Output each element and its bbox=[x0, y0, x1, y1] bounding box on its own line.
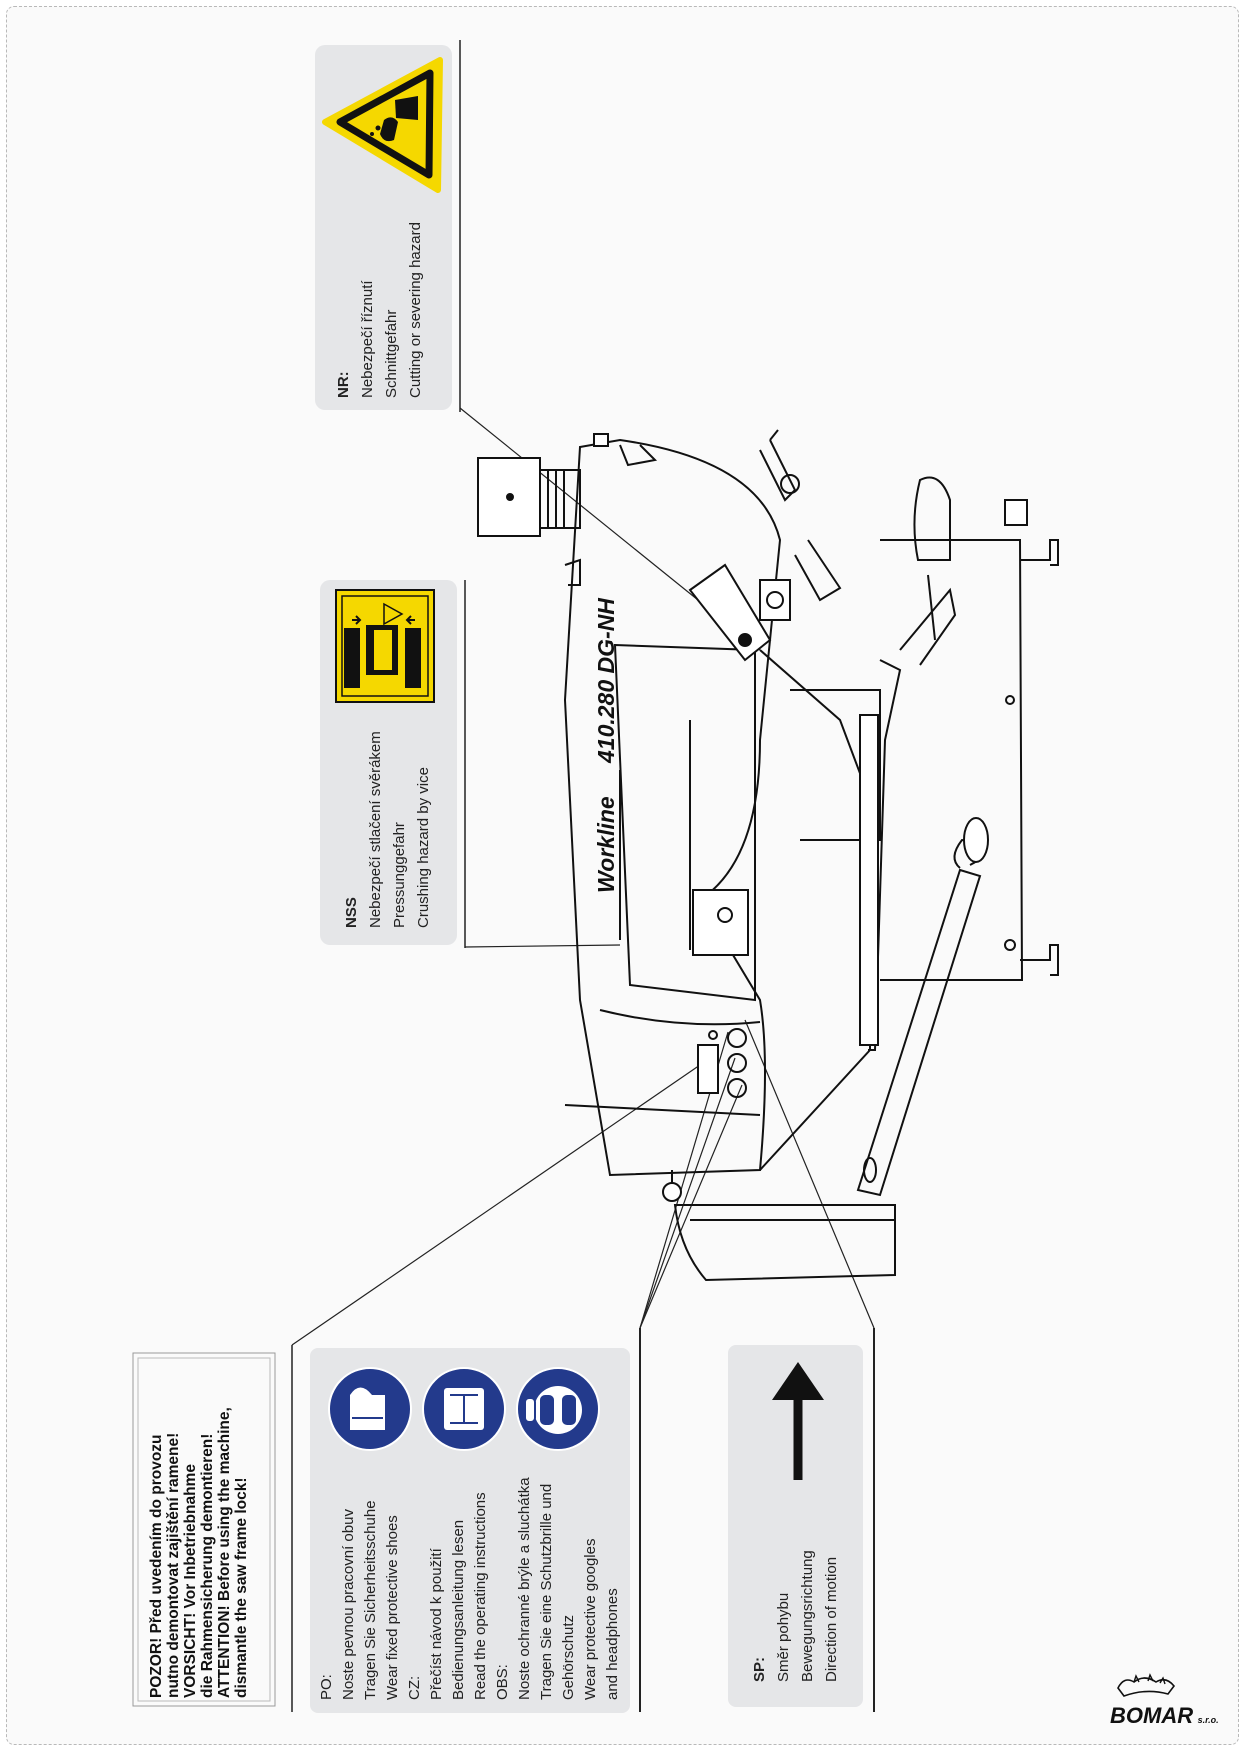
obs-title: OBS: bbox=[494, 1664, 511, 1700]
hand-crushing-hazard-icon bbox=[335, 589, 435, 703]
nss-text-block: NSS Nebezpečí stlačení svěrákem Pressung… bbox=[340, 731, 436, 928]
safety-shoes-icon bbox=[328, 1367, 412, 1451]
nr-line-1: Nebezpečí říznutí bbox=[359, 280, 376, 398]
brand-suffix: s.r.o. bbox=[1197, 1715, 1219, 1725]
sp-line-2: Bewegungsrichtung bbox=[799, 1550, 816, 1682]
hand-cutting-hazard-icon bbox=[322, 57, 443, 193]
warning-line-6: dismantle the saw frame lock! bbox=[233, 1477, 250, 1698]
cz-line-1: Přečíst návod k použití bbox=[428, 1548, 445, 1700]
obs-line-3: Gehörschutz bbox=[560, 1614, 577, 1700]
brand-name: BOMAR bbox=[1110, 1703, 1194, 1728]
sp-panel bbox=[728, 1345, 863, 1707]
sp-line-3: Direction of motion bbox=[823, 1556, 840, 1682]
nr-text-block: NR: Nebezpečí říznutí Schnittgefahr Cutt… bbox=[332, 222, 428, 398]
nr-line-3: Cutting or severing hazard bbox=[407, 222, 424, 398]
machine-model: 410.280 DG-NH bbox=[593, 598, 619, 764]
cz-title: CZ: bbox=[406, 1675, 423, 1700]
po-line-1: Noste pevnou pracovní obuv bbox=[340, 1509, 357, 1700]
obs-line-5: and headphones bbox=[604, 1588, 621, 1700]
nss-line-1: Nebezpečí stlačení svěrákem bbox=[367, 731, 384, 928]
machine-series: Workline bbox=[593, 796, 619, 893]
obs-line-4: Wear protective googles bbox=[582, 1538, 599, 1700]
cz-line-3: Read the operating instructions bbox=[472, 1492, 489, 1700]
obs-line-2: Tragen Sie eine Schutzbrille und bbox=[538, 1483, 555, 1700]
read-manual-icon bbox=[422, 1367, 506, 1451]
warning-line-3: VORSICHT! Vor Inbetriebnahme bbox=[182, 1464, 199, 1698]
nr-line-2: Schnittgefahr bbox=[383, 309, 400, 398]
warning-line-2: nutno demontovat zajištění ramene! bbox=[165, 1432, 182, 1698]
po-title: PO: bbox=[318, 1674, 335, 1700]
sp-line-1: Směr pohybu bbox=[775, 1592, 792, 1682]
bomar-logo-mark bbox=[1117, 1673, 1176, 1697]
sp-text-block: SP: Směr pohybu Bewegungsrichtung Direct… bbox=[748, 1550, 844, 1682]
nr-title: NR: bbox=[335, 371, 352, 398]
sp-title: SP: bbox=[751, 1656, 768, 1682]
warning-line-1: POZOR! Před uvedením do provozu bbox=[148, 1434, 165, 1698]
ppe-text-block: PO: Noste pevnou pracovní obuv Tragen Si… bbox=[316, 1477, 624, 1700]
frame-lock-warning: POZOR! Před uvedením do provozu nutno de… bbox=[148, 1407, 250, 1698]
bomar-logo: BOMAR s.r.o. bbox=[1110, 1703, 1219, 1729]
warning-line-4: die Rahmensicherung demontieren! bbox=[199, 1433, 216, 1698]
nss-line-2: Pressunggefahr bbox=[391, 822, 408, 928]
nss-title: NSS bbox=[343, 897, 360, 928]
obs-line-1: Noste ochranné brýle a sluchátka bbox=[516, 1477, 533, 1700]
warning-line-5: ATTENTION! Before using the machine, bbox=[216, 1407, 233, 1698]
po-line-2: Tragen Sie Sicherheitsschuhe bbox=[362, 1500, 379, 1700]
warning-box bbox=[132, 1352, 276, 1707]
cz-line-2: Bedienungsanleitung lesen bbox=[450, 1519, 467, 1700]
nss-line-3: Crushing hazard by vice bbox=[415, 767, 432, 928]
bandsaw-outline bbox=[477, 429, 1059, 1282]
machine-name-plate: Workline 410.280 DG-NH bbox=[593, 598, 619, 893]
po-line-3: Wear fixed protective shoes bbox=[384, 1515, 401, 1700]
goggles-headphones-icon bbox=[516, 1367, 600, 1451]
direction-arrow-icon bbox=[772, 1362, 824, 1480]
